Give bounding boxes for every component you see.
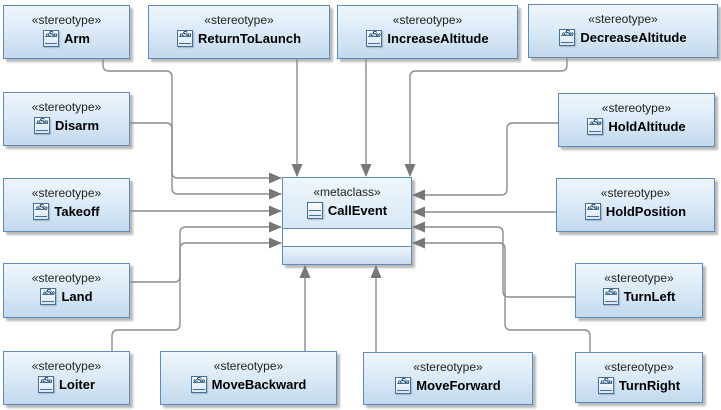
node-name-row: DecreaseAltitude (559, 29, 687, 46)
node-name: CallEvent (327, 202, 388, 218)
metaclass-keyword: «metaclass» (313, 185, 381, 199)
node-name-row: MoveForward (395, 377, 501, 394)
callevent-bottom-compartment (283, 246, 411, 264)
node-name: ReturnToLaunch (197, 30, 302, 46)
stereotype-icon (33, 203, 50, 220)
node-name: Arm (63, 30, 90, 46)
node-name-row: IncreaseAltitude (366, 30, 489, 47)
callevent-empty-compartment (283, 228, 411, 246)
node-name: TurnRight (618, 377, 681, 393)
stereotype-keyword: «stereotype» (31, 271, 102, 285)
node-name-row: ReturnToLaunch (176, 30, 302, 47)
node-name: HoldAltitude (608, 118, 686, 134)
stereotype-keyword: «stereotype» (392, 13, 463, 27)
node-name-row: Loiter (37, 376, 96, 393)
stereotype-node-holdposition[interactable]: «stereotype» HoldPosition (556, 178, 715, 232)
extension-connector-turnright[interactable] (412, 237, 591, 352)
stereotype-icon (190, 376, 207, 393)
node-name-row: HoldPosition (584, 203, 687, 220)
node-name-row: MoveBackward (190, 376, 307, 393)
stereotype-icon (37, 376, 54, 393)
node-name: DecreaseAltitude (580, 29, 687, 45)
node-name-row: HoldAltitude (587, 118, 686, 135)
node-name-row: Land (40, 288, 93, 305)
stereotype-keyword: «stereotype» (31, 13, 102, 27)
node-name-row: Takeoff (33, 203, 100, 220)
stereotype-icon (395, 377, 412, 394)
stereotype-icon (597, 377, 614, 394)
node-name: TurnLeft (623, 288, 676, 304)
stereotype-icon (40, 288, 57, 305)
node-name-row: TurnRight (597, 377, 681, 394)
stereotype-icon (559, 29, 576, 46)
stereotype-keyword: «stereotype» (31, 186, 102, 200)
node-name-row: Arm (42, 30, 90, 47)
extension-connector-holdaltitude[interactable] (412, 122, 558, 201)
node-name: MoveBackward (211, 376, 307, 392)
stereotype-icon (366, 30, 383, 47)
metaclass-node-callevent[interactable]: «metaclass» CallEvent (282, 177, 412, 265)
stereotype-keyword: «stereotype» (604, 360, 674, 374)
stereotype-keyword: «stereotype» (31, 359, 102, 373)
stereotype-keyword: «stereotype» (413, 360, 483, 374)
stereotype-node-turnleft[interactable]: «stereotype» TurnLeft (575, 263, 703, 318)
stereotype-node-movebackward[interactable]: «stereotype» MoveBackward (160, 351, 337, 405)
extension-connector-disarm[interactable] (130, 122, 282, 200)
stereotype-keyword: «stereotype» (601, 101, 672, 115)
stereotype-node-takeoff[interactable]: «stereotype» Takeoff (3, 178, 130, 232)
stereotype-keyword: «stereotype» (600, 186, 671, 200)
stereotype-icon (42, 30, 59, 47)
stereotype-node-decreasealtitude[interactable]: «stereotype» DecreaseAltitude (528, 4, 718, 58)
stereotype-node-turnright[interactable]: «stereotype» TurnRight (575, 352, 703, 403)
stereotype-node-holdaltitude[interactable]: «stereotype» HoldAltitude (558, 93, 715, 147)
stereotype-node-loiter[interactable]: «stereotype» Loiter (3, 351, 130, 405)
node-name: Disarm (54, 117, 100, 133)
stereotype-icon (602, 288, 619, 305)
node-name: Land (61, 288, 93, 304)
stereotype-icon (587, 118, 604, 135)
stereotype-node-returntolaunch[interactable]: «stereotype» ReturnToLaunch (148, 5, 330, 59)
stereotype-node-land[interactable]: «stereotype» Land (3, 263, 130, 318)
node-name: Loiter (58, 376, 96, 392)
extension-connector-turnleft[interactable] (412, 221, 575, 298)
stereotype-keyword: «stereotype» (31, 100, 102, 114)
extension-connector-loiter[interactable] (111, 237, 282, 351)
extension-connector-arm[interactable] (102, 59, 282, 184)
stereotype-keyword: «stereotype» (588, 12, 658, 26)
extension-connector-land[interactable] (130, 221, 282, 283)
stereotype-icon (33, 117, 50, 134)
stereotype-keyword: «stereotype» (213, 359, 284, 373)
node-name-row: TurnLeft (602, 288, 676, 305)
stereotype-node-disarm[interactable]: «stereotype» Disarm (3, 92, 130, 146)
node-name: IncreaseAltitude (387, 30, 489, 46)
metaclass-icon (306, 202, 323, 219)
stereotype-node-increasealtitude[interactable]: «stereotype» IncreaseAltitude (337, 5, 518, 59)
node-name: HoldPosition (605, 203, 687, 219)
stereotype-node-moveforward[interactable]: «stereotype» MoveForward (363, 352, 533, 405)
node-name: Takeoff (54, 203, 100, 219)
stereotype-node-arm[interactable]: «stereotype» Arm (3, 5, 130, 59)
node-name: MoveForward (416, 377, 501, 393)
callevent-name-compartment: «metaclass» CallEvent (283, 178, 411, 228)
extension-connector-decreasealtitude[interactable] (404, 58, 568, 177)
stereotype-keyword: «stereotype» (204, 13, 274, 27)
stereotype-keyword: «stereotype» (604, 271, 674, 285)
node-name-row: CallEvent (306, 202, 388, 219)
stereotype-icon (584, 203, 601, 220)
stereotype-icon (176, 30, 193, 47)
node-name-row: Disarm (33, 117, 100, 134)
